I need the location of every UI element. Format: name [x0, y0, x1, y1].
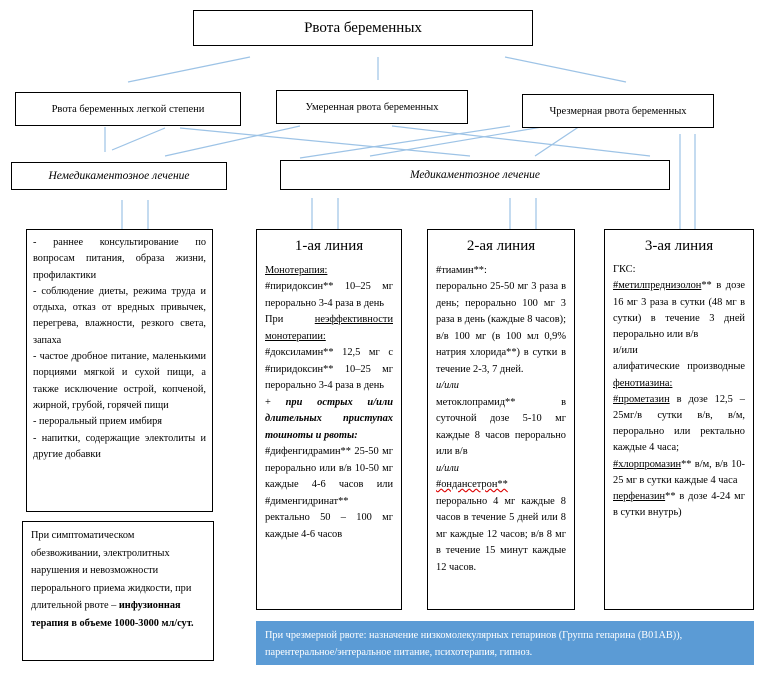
non-drug-item: - раннее консультирование по вопросам пи…: [33, 237, 206, 281]
severe-vomiting-note-text: При чрезмерной рвоте: назначение низкомо…: [265, 630, 683, 658]
second-line-p4: #ондансетрон**: [436, 479, 508, 490]
first-line-p2b: неэффективности монотерапии:: [265, 314, 393, 342]
first-line-p1: #пиридоксин** 10–25 мг перорально 3-4 ра…: [265, 281, 393, 309]
first-line-p5: #дифенгидрамин** 25-50 мг перорально или…: [265, 446, 393, 540]
infusion-text: При симптоматическом обезвоживании, элек…: [31, 527, 205, 632]
non-drug-treatment-label: Немедикаментозное лечение: [48, 170, 190, 182]
non-drug-item: - частое дробное питание, маленькими пор…: [33, 351, 206, 411]
third-line-p2a: #метилпреднизолон: [613, 280, 702, 292]
third-line-p1: ГКС:: [613, 264, 636, 276]
diagram-title: Рвота беременных: [193, 10, 533, 46]
third-line-p5a: #прометазин: [613, 393, 670, 405]
third-line-p7a: перфеназин: [613, 491, 666, 503]
second-line-box: 2-ая линия #тиамин**: перорально 25-50 м…: [427, 229, 575, 610]
first-line-title: 1-ая линия: [294, 238, 364, 254]
severity-severe-box: Чрезмерная рвота беременных: [522, 94, 714, 128]
first-line-p4b: при острых и/или длительных приступах то…: [265, 396, 393, 441]
first-line-p2a: При: [265, 314, 315, 325]
non-drug-treatment-box: Немедикаментозное лечение: [11, 162, 227, 190]
third-line-p4a: алифатические производные: [613, 361, 745, 373]
first-line-p4: + при острых и/или длительных приступах …: [265, 395, 393, 445]
second-line-title: 2-ая линия: [466, 238, 536, 254]
infusion-plain: При симптоматическом обезвоживании, элек…: [31, 530, 192, 611]
drug-treatment-label: Медикаментозное лечение: [409, 169, 541, 181]
third-line-p3: и/или: [613, 345, 638, 357]
first-line-p3: #доксиламин** 12,5 мг с #пиридоксин** 10…: [265, 347, 393, 391]
severe-vomiting-note: При чрезмерной рвоте: назначение низкомо…: [256, 621, 754, 665]
third-line-p4b: фенотиазина:: [613, 377, 673, 389]
third-line-p6: #хлорпромазин** в/м, в/в 10-25 мг в сутк…: [613, 457, 745, 489]
third-line-p7: перфеназин** в дозе 4-24 мг в сутки внут…: [613, 489, 745, 521]
severity-mild-box: Рвота беременных легкой степени: [15, 92, 241, 126]
second-line-or1: и/или: [436, 380, 460, 391]
infusion-therapy-box: При симптоматическом обезвоживании, элек…: [22, 521, 214, 661]
third-line-p2: #метилпреднизолон** в дозе 16 мг 3 раза …: [613, 278, 745, 343]
first-line-p2: При неэффективности монотерапии:: [265, 312, 393, 345]
third-line-p4: алифатические производные фенотиазина:: [613, 359, 745, 391]
second-line-p2: перорально 25-50 мг 3 раза в день; перор…: [436, 281, 566, 375]
third-line-p7b: ** в дозе 4-24 мг в сутки внутрь): [613, 491, 745, 519]
title-text: Рвота беременных: [304, 19, 422, 36]
third-line-p6a: #хлорпромазин: [613, 458, 682, 470]
severity-moderate-box: Умеренная рвота беременных: [276, 90, 468, 124]
infusion-bold: инфузионная терапия в объеме 1000-3000 м…: [31, 600, 194, 629]
monotherapy-label: Монотерапия:: [265, 264, 328, 276]
third-line-p5b: в дозе 12,5 – 25мг/в сутки в/в, в/м, пер…: [613, 393, 745, 454]
third-line-p6b: ** в/м, в/в 10-25 мг в сутки каждые 4 ча…: [613, 458, 745, 486]
first-line-p4a: +: [265, 396, 286, 408]
drug-treatment-box: Медикаментозное лечение: [280, 160, 670, 190]
third-line-p5: #прометазин в дозе 12,5 – 25мг/в сутки в…: [613, 392, 745, 457]
second-line-p5: перорально 4 мг каждые 8 часов в течение…: [436, 495, 566, 573]
second-line-or2: и/или: [436, 462, 460, 474]
non-drug-item: - пероральный прием имбиря: [33, 416, 163, 428]
non-drug-item: - соблюдение диеты, режима труда и отдых…: [33, 285, 206, 346]
third-line-box: 3-ая линия ГКС: #метилпреднизолон** в до…: [604, 229, 754, 610]
second-line-p3: метоклопрамид** в суточной дозе 5-10 мг …: [436, 396, 566, 458]
first-line-box: 1-ая линия Монотерапия: #пиридоксин** 10…: [256, 229, 402, 610]
third-line-p2b: ** в дозе 16 мг 3 раза в сутки (48 мг в …: [613, 280, 745, 341]
non-drug-item: - напитки, содержащие электолиты и други…: [33, 432, 206, 460]
severity-mild-label: Рвота беременных легкой степени: [51, 103, 205, 115]
non-drug-list: - раннее консультирование по вопросам пи…: [26, 229, 213, 512]
second-line-p1: #тиамин**:: [436, 264, 487, 276]
severity-severe-label: Чрезмерная рвота беременных: [549, 105, 687, 117]
third-line-title: 3-ая линия: [644, 238, 714, 254]
severity-moderate-label: Умеренная рвота беременных: [305, 101, 439, 113]
